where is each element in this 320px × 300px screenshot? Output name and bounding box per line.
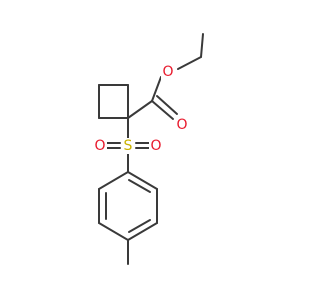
bond-carbonyl-double-2 [156,95,178,115]
bond-carbonyl-ring [127,100,153,119]
bond-ethyl-ch3-ch2 [200,33,204,58]
molecule-structure: O O S O O [93,33,204,265]
sulfonyl-oxygen-right: O [149,138,163,154]
ester-oxygen-double: O [175,117,189,133]
bond-benzene-1 [127,171,158,190]
sulfonyl-oxygen-left: O [93,138,107,154]
bond-benzene-inner-2 [128,219,151,233]
sulfur-atom: S [121,138,135,154]
bond-benzene-3 [127,222,158,241]
ester-oxygen-single-label: O [162,64,173,80]
sulfonyl-oxygen-left-label: O [94,138,105,154]
bond-benzene-4 [98,222,129,241]
bond-ethyl-ch2-o [177,56,202,70]
bond-benzene-6 [98,171,129,190]
sulfonyl-oxygen-right-label: O [150,138,161,154]
ester-oxygen-double-label: O [176,117,187,133]
ester-oxygen-single: O [161,64,175,80]
bond-o-carbonyl [151,76,162,102]
bond-carbonyl-double-1 [151,100,174,120]
bond-benzene-inner-1 [128,179,151,193]
sulfur-label: S [124,138,133,154]
